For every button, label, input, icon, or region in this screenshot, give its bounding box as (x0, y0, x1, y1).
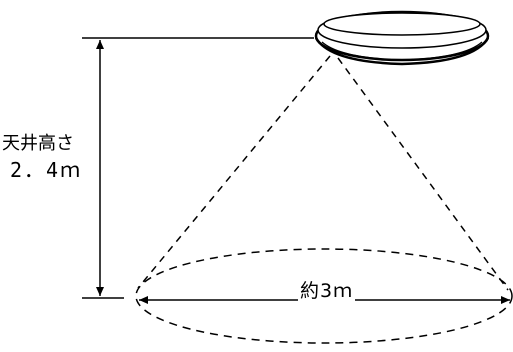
coverage-diameter-label: 約3ｍ (298, 280, 356, 302)
ceiling-light-icon (314, 10, 490, 66)
ceiling-height-label: 天井高さ (2, 133, 74, 154)
light-cone-left-edge (137, 55, 331, 289)
light-cone-right-edge (337, 57, 509, 291)
coverage-area-ellipse (135, 248, 513, 344)
ceiling-height-value: 2．4ｍ (10, 158, 83, 182)
